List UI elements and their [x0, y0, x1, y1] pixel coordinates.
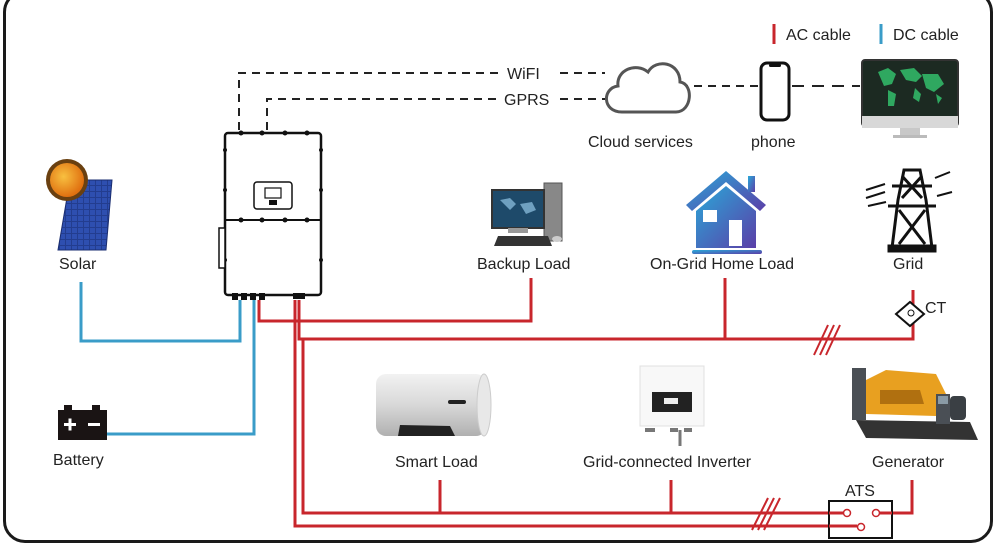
- hybrid-inverter-icon: [218, 130, 323, 300]
- ct-label: CT: [925, 300, 947, 317]
- gprs-label: GPRS: [504, 92, 549, 109]
- grid-connected-inverter-label: Grid-connected Inverter: [583, 454, 752, 471]
- battery-dc-cable: [107, 300, 256, 436]
- generator-icon: [852, 368, 978, 440]
- solar-panel-icon: [46, 159, 113, 251]
- backup-load-ac-cable: [257, 278, 533, 323]
- three-phase-marks: [751, 324, 841, 531]
- communication-links: [238, 72, 860, 130]
- backup-load-computer-icon: [491, 182, 563, 246]
- ct-sensor-icon: [894, 300, 926, 328]
- gprs-link: [266, 98, 500, 130]
- cloud-services-label: Cloud services: [588, 134, 693, 151]
- smart-load-label: Smart Load: [395, 454, 478, 471]
- battery-label: Battery: [53, 452, 104, 469]
- diagram-frame: [3, 0, 993, 543]
- generator-label: Generator: [872, 454, 945, 471]
- cloud-icon: [605, 62, 691, 114]
- smart-load-ac-cable-outer: [293, 300, 850, 528]
- ac-cables: [257, 278, 915, 528]
- smart-load-water-heater-icon: [376, 373, 492, 437]
- dc-cable-legend-label: DC cable: [893, 27, 959, 44]
- phone-label: phone: [751, 134, 796, 151]
- backup-load-label: Backup Load: [477, 256, 570, 273]
- ats-switch-icon: [828, 500, 893, 539]
- phone-icon: [759, 61, 791, 122]
- solar-dc-cable: [79, 282, 242, 343]
- home-load-label: On-Grid Home Load: [650, 256, 794, 273]
- grid-label: Grid: [893, 256, 923, 273]
- solar-label: Solar: [59, 256, 97, 273]
- home-load-house-icon: [686, 171, 766, 254]
- ac-cable-legend-label: AC cable: [786, 27, 851, 44]
- wifi-label: WiFI: [507, 66, 540, 83]
- monitor-icon: [861, 59, 959, 138]
- wifi-link: [238, 72, 500, 130]
- grid-tower-icon: [865, 168, 953, 253]
- battery-icon: [58, 405, 107, 440]
- dc-cables: [79, 282, 256, 436]
- legend: AC cable DC cable: [772, 24, 959, 44]
- grid-connected-inverter-icon: [639, 365, 705, 446]
- ats-label: ATS: [845, 483, 875, 500]
- smart-load-ac-cable: [301, 339, 850, 515]
